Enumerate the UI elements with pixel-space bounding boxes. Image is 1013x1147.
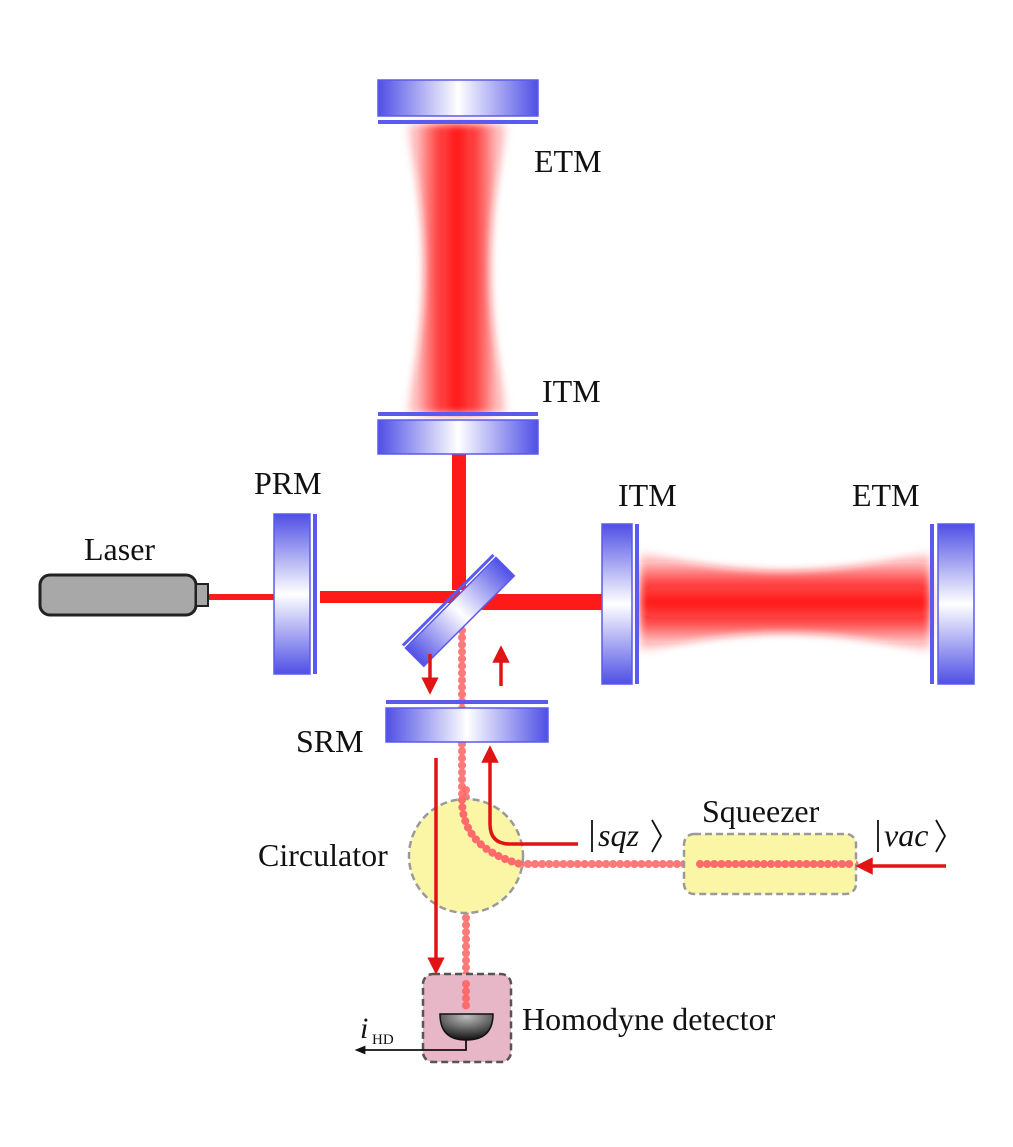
label-etm-right: ETM bbox=[852, 477, 920, 513]
label-circulator: Circulator bbox=[258, 837, 388, 873]
itm-right-mirror bbox=[601, 523, 639, 685]
label-itm-right: ITM bbox=[618, 477, 677, 513]
svg-text:vac: vac bbox=[884, 817, 928, 853]
ket-sqz: sqz bbox=[591, 817, 663, 853]
svg-text:HD: HD bbox=[372, 1032, 394, 1048]
label-homodyne-detector: Homodyne detector bbox=[522, 1001, 776, 1037]
etm-right-mirror bbox=[930, 523, 975, 685]
circulator-path bbox=[458, 796, 524, 868]
ihd-label: i HD bbox=[360, 1012, 394, 1048]
itm-top-mirror bbox=[377, 412, 539, 455]
beamsplitter bbox=[401, 553, 516, 668]
svg-text:i: i bbox=[360, 1012, 368, 1045]
srm-mirror bbox=[385, 700, 549, 743]
beam-itm-to-bs bbox=[452, 452, 466, 590]
arrow-sqz-to-srm bbox=[481, 745, 578, 846]
label-srm: SRM bbox=[296, 723, 364, 759]
ket-vac: vac bbox=[877, 817, 947, 853]
beam-prm-to-bs bbox=[320, 591, 460, 603]
label-etm-top: ETM bbox=[534, 143, 602, 179]
label-laser: Laser bbox=[84, 531, 155, 567]
horizontal-arm-beam bbox=[640, 550, 930, 654]
vertical-arm-beam bbox=[404, 124, 510, 414]
beam-bs-to-itm bbox=[478, 594, 602, 610]
svg-text:sqz: sqz bbox=[598, 817, 639, 853]
etm-top-mirror bbox=[377, 79, 539, 124]
label-squeezer: Squeezer bbox=[702, 793, 820, 829]
detector-output-wire bbox=[354, 1040, 467, 1055]
prm-mirror bbox=[273, 513, 317, 675]
label-itm-top: ITM bbox=[542, 373, 601, 409]
label-prm: PRM bbox=[254, 465, 322, 501]
laser-source-icon bbox=[38, 573, 209, 617]
beam-laser-to-prm bbox=[208, 594, 276, 600]
